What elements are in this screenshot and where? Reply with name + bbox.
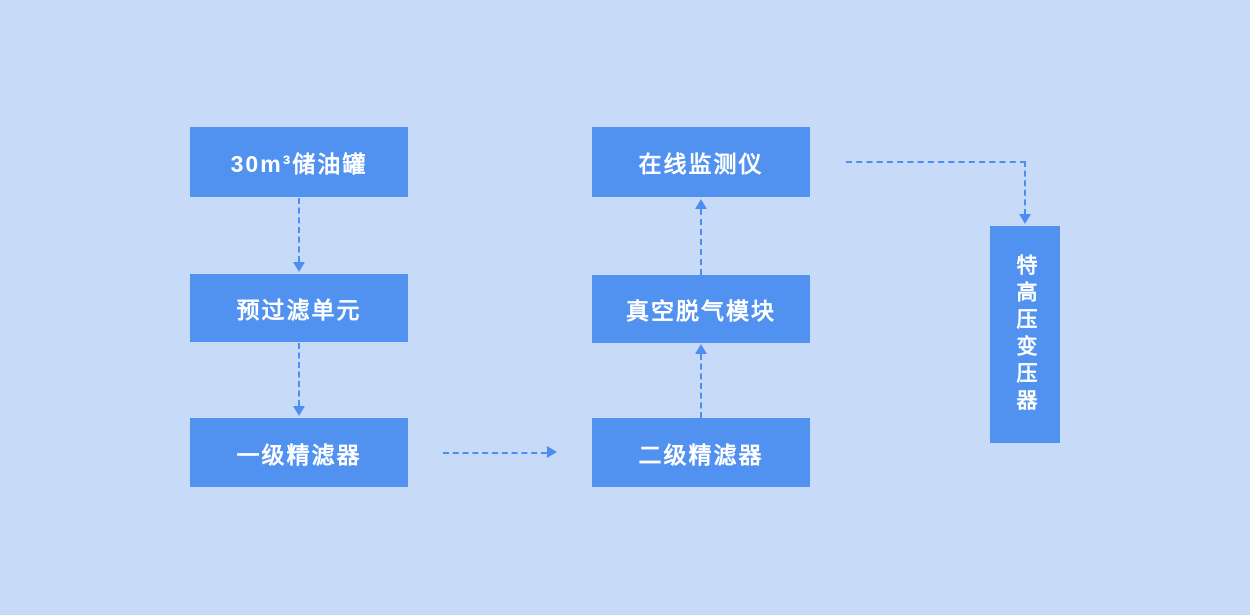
arrow-line	[846, 161, 1026, 163]
arrowhead-right-icon	[547, 446, 557, 458]
node-online-monitor: 在线监测仪	[592, 127, 810, 197]
arrow-line	[443, 452, 547, 454]
arrow-line	[700, 209, 702, 275]
arrowhead-down-icon	[293, 262, 305, 272]
arrow-line	[700, 354, 702, 418]
node-oil-tank: 30m³储油罐	[190, 127, 408, 197]
node-prefilter-unit: 预过滤单元	[190, 274, 408, 342]
arrow-line	[298, 198, 300, 262]
arrowhead-up-icon	[695, 199, 707, 209]
arrow-line	[1024, 161, 1026, 215]
node-uhv-transformer: 特高压变压器	[990, 226, 1060, 443]
arrowhead-up-icon	[695, 344, 707, 354]
node-vacuum-degassing: 真空脱气模块	[592, 275, 810, 343]
node-secondary-filter: 二级精滤器	[592, 418, 810, 487]
node-primary-filter: 一级精滤器	[190, 418, 408, 487]
arrow-line	[298, 343, 300, 406]
arrowhead-down-icon	[1019, 214, 1031, 224]
arrowhead-down-icon	[293, 406, 305, 416]
